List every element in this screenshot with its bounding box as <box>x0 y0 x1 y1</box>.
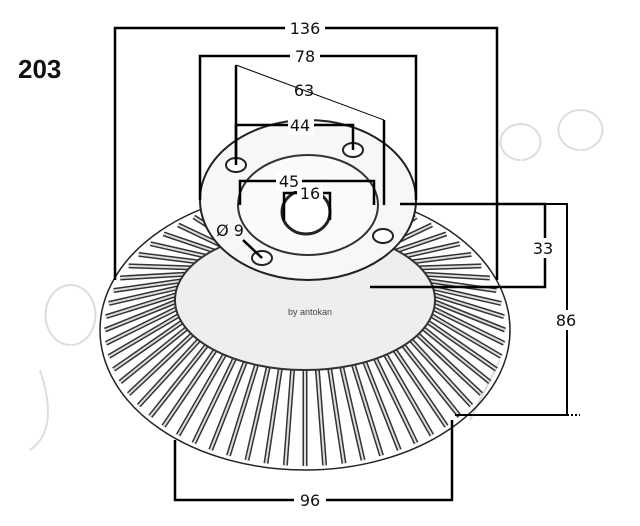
fan-fin <box>120 272 190 279</box>
fan-fin <box>209 359 248 451</box>
dim-86: 86 <box>556 311 576 330</box>
fan-fin <box>108 285 183 305</box>
dim-33: 33 <box>533 239 553 258</box>
fan-fin <box>424 318 497 371</box>
fan-fin <box>264 366 282 464</box>
fan-fin <box>415 264 482 269</box>
dim-63: 63 <box>294 81 314 100</box>
fan-fin <box>119 325 191 383</box>
dim-hole-9: Ø 9 <box>216 221 244 240</box>
part-number: 203 <box>18 54 61 84</box>
fan-fin <box>427 312 502 358</box>
dim-96: 96 <box>300 491 320 510</box>
fan-fin <box>383 352 433 436</box>
fan-fin <box>401 242 460 258</box>
credit-watermark: by antokan <box>288 307 332 317</box>
fan-fin <box>105 305 182 345</box>
fan-fin <box>227 362 259 456</box>
fan-fin <box>420 272 490 279</box>
fan-fin <box>393 232 447 253</box>
dim-136: 136 <box>290 19 321 38</box>
fan-fin <box>137 337 202 407</box>
fan-fin <box>362 359 401 451</box>
japko-watermark-logo <box>29 109 604 451</box>
fan-fin <box>245 364 270 461</box>
fan-fin <box>113 318 186 371</box>
fan-fin <box>192 356 237 444</box>
fan-fin <box>373 356 418 444</box>
fan-fin <box>328 366 346 464</box>
fan-fin <box>428 305 505 345</box>
dim-45: 45 <box>279 172 299 191</box>
fan-fin <box>105 292 181 318</box>
fan-fin <box>429 299 506 331</box>
fan-fin <box>177 352 227 436</box>
fan-fin <box>408 253 472 264</box>
fan-fin <box>408 337 473 407</box>
fan-fin <box>162 347 218 427</box>
fan-fin <box>127 331 196 395</box>
fan-fin <box>351 362 383 456</box>
dim-44: 44 <box>290 116 310 135</box>
dim-16: 16 <box>300 184 320 203</box>
fan-fin <box>400 342 461 417</box>
fan-fin <box>104 299 181 331</box>
fan-fin <box>392 347 448 427</box>
fan-fin <box>138 253 202 264</box>
fan-fin <box>108 312 183 358</box>
fan-fin <box>284 367 294 466</box>
fan-fin <box>429 292 505 318</box>
fan-fin <box>149 342 210 417</box>
fan-fin <box>128 264 195 269</box>
fan-fin <box>150 242 209 258</box>
fan-fin <box>424 279 497 292</box>
fan-fin <box>340 364 365 461</box>
fan-fin <box>163 232 217 253</box>
bolt-hole <box>372 228 394 244</box>
fan-fin <box>414 331 483 395</box>
fan-fin <box>419 325 491 383</box>
fan-fin <box>427 285 502 305</box>
fan-fins <box>104 194 506 466</box>
fan-fin <box>316 367 326 466</box>
fan-fin <box>113 279 186 292</box>
dim-78: 78 <box>295 47 315 66</box>
